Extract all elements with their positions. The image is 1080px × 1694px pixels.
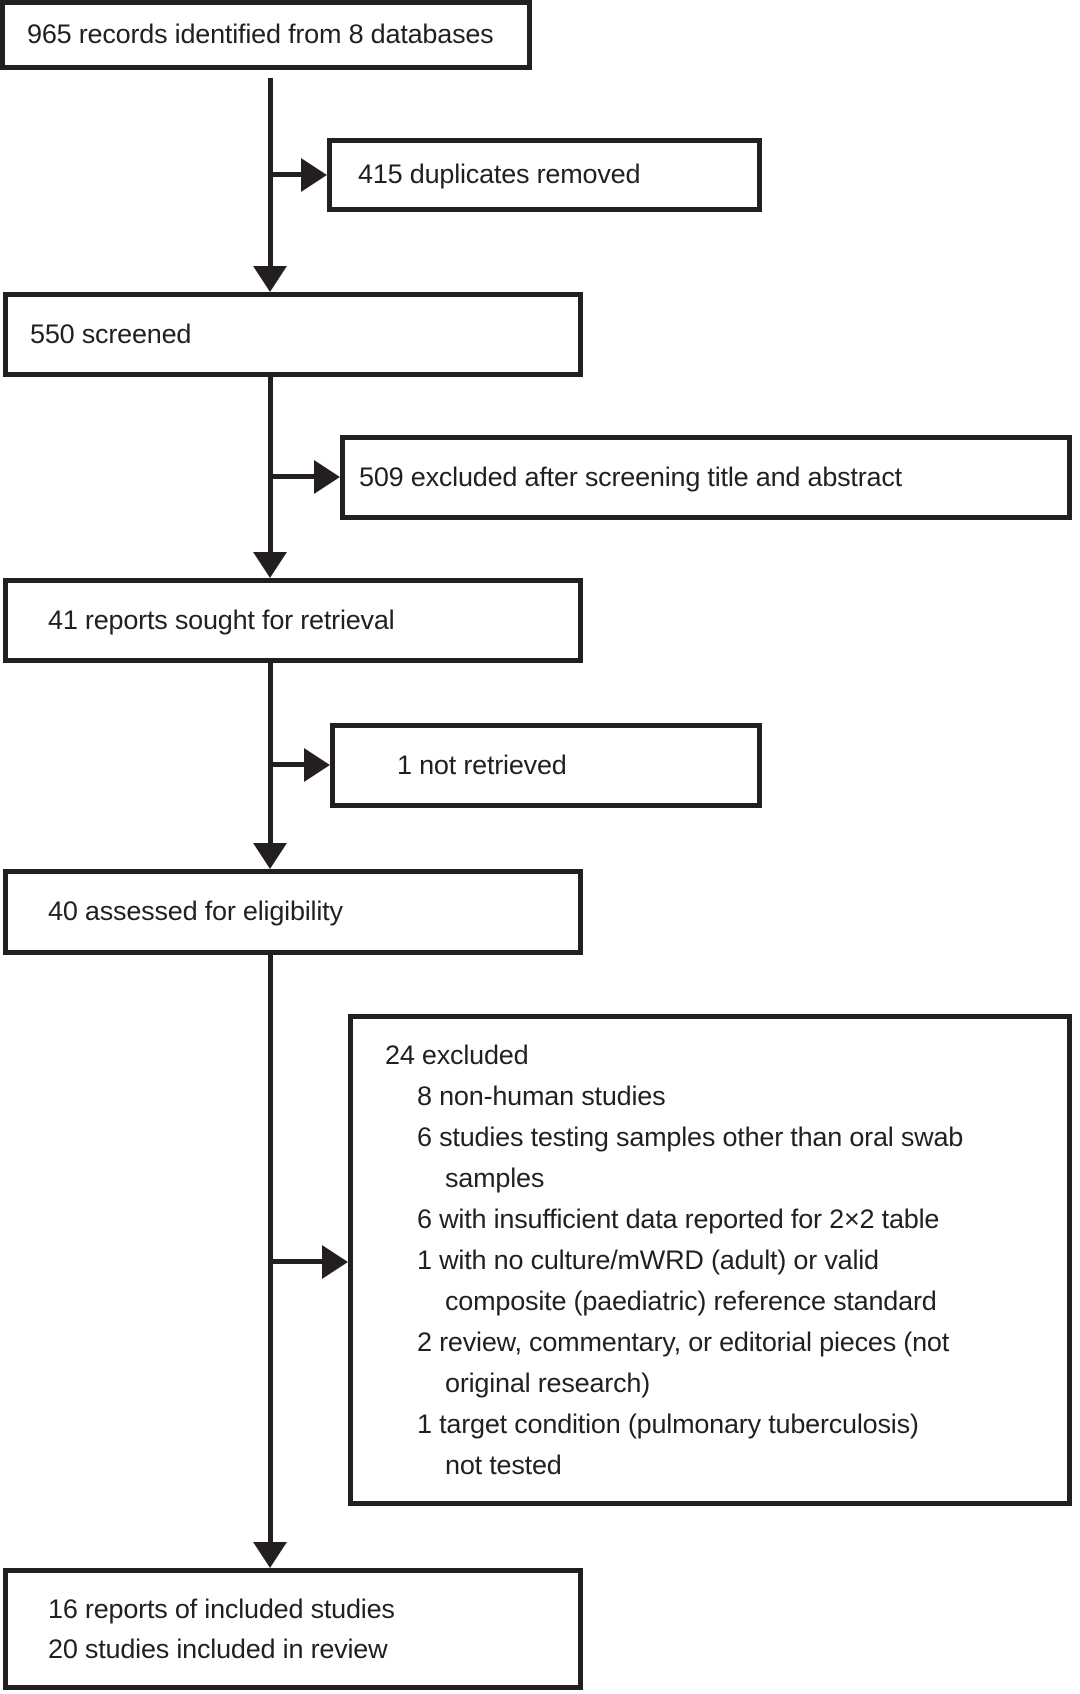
arrow-right-icon — [322, 1245, 348, 1279]
excluded-reason-cont: not tested — [445, 1450, 562, 1480]
excluded-reason-cont: samples — [445, 1163, 545, 1193]
flow-line-branch-excluded-screening — [270, 474, 316, 479]
box-label: 41 reports sought for retrieval — [48, 604, 395, 635]
flow-line-vertical-2 — [268, 377, 273, 554]
arrow-down-icon — [253, 843, 287, 869]
included-line: 16 reports of included studies — [48, 1594, 395, 1624]
box-duplicates-removed: 415 duplicates removed — [327, 138, 762, 212]
box-not-retrieved: 1 not retrieved — [330, 723, 762, 808]
excluded-reason: 1 target condition (pulmonary tuberculos… — [417, 1409, 919, 1439]
excluded-reason-cont: composite (paediatric) reference standar… — [445, 1286, 937, 1316]
arrow-down-icon — [253, 552, 287, 578]
box-excluded-screening: 509 excluded after screening title and a… — [340, 435, 1072, 520]
box-label: 40 assessed for eligibility — [48, 896, 343, 927]
flow-line-branch-duplicates — [270, 172, 303, 177]
arrow-right-icon — [314, 460, 340, 494]
box-label: 1 not retrieved — [397, 749, 567, 780]
box-label: 509 excluded after screening title and a… — [359, 461, 902, 492]
excluded-reason: 1 with no culture/mWRD (adult) or valid — [417, 1245, 879, 1275]
box-included-studies: 16 reports of included studies 20 studie… — [3, 1568, 583, 1690]
flow-line-vertical-3 — [268, 663, 273, 846]
box-label: 550 screened — [30, 318, 192, 349]
excluded-reason: 8 non-human studies — [417, 1081, 666, 1111]
flow-line-branch-not-retrieved — [270, 762, 306, 767]
box-label: 965 records identified from 8 databases — [27, 19, 494, 50]
box-reports-sought: 41 reports sought for retrieval — [3, 578, 583, 663]
excluded-heading: 24 excluded — [385, 1040, 529, 1070]
flow-line-branch-excluded-detail — [270, 1259, 324, 1264]
arrow-down-icon — [253, 266, 287, 292]
arrow-right-icon — [301, 158, 327, 192]
box-assessed-eligibility: 40 assessed for eligibility — [3, 869, 583, 955]
box-excluded-fulltext: 24 excluded 8 non-human studies 6 studie… — [348, 1014, 1072, 1506]
box-screened: 550 screened — [3, 292, 583, 377]
box-records-identified: 965 records identified from 8 databases — [0, 0, 532, 70]
box-label: 415 duplicates removed — [358, 159, 641, 190]
flow-line-vertical-4 — [268, 955, 273, 1544]
excluded-reason: 6 studies testing samples other than ora… — [417, 1122, 964, 1152]
excluded-reason: 2 review, commentary, or editorial piece… — [417, 1327, 950, 1357]
excluded-reason-cont: original research) — [445, 1368, 650, 1398]
excluded-reason: 6 with insufficient data reported for 2×… — [417, 1204, 940, 1234]
arrow-down-icon — [253, 1542, 287, 1568]
arrow-right-icon — [304, 748, 330, 782]
included-line: 20 studies included in review — [48, 1634, 388, 1664]
